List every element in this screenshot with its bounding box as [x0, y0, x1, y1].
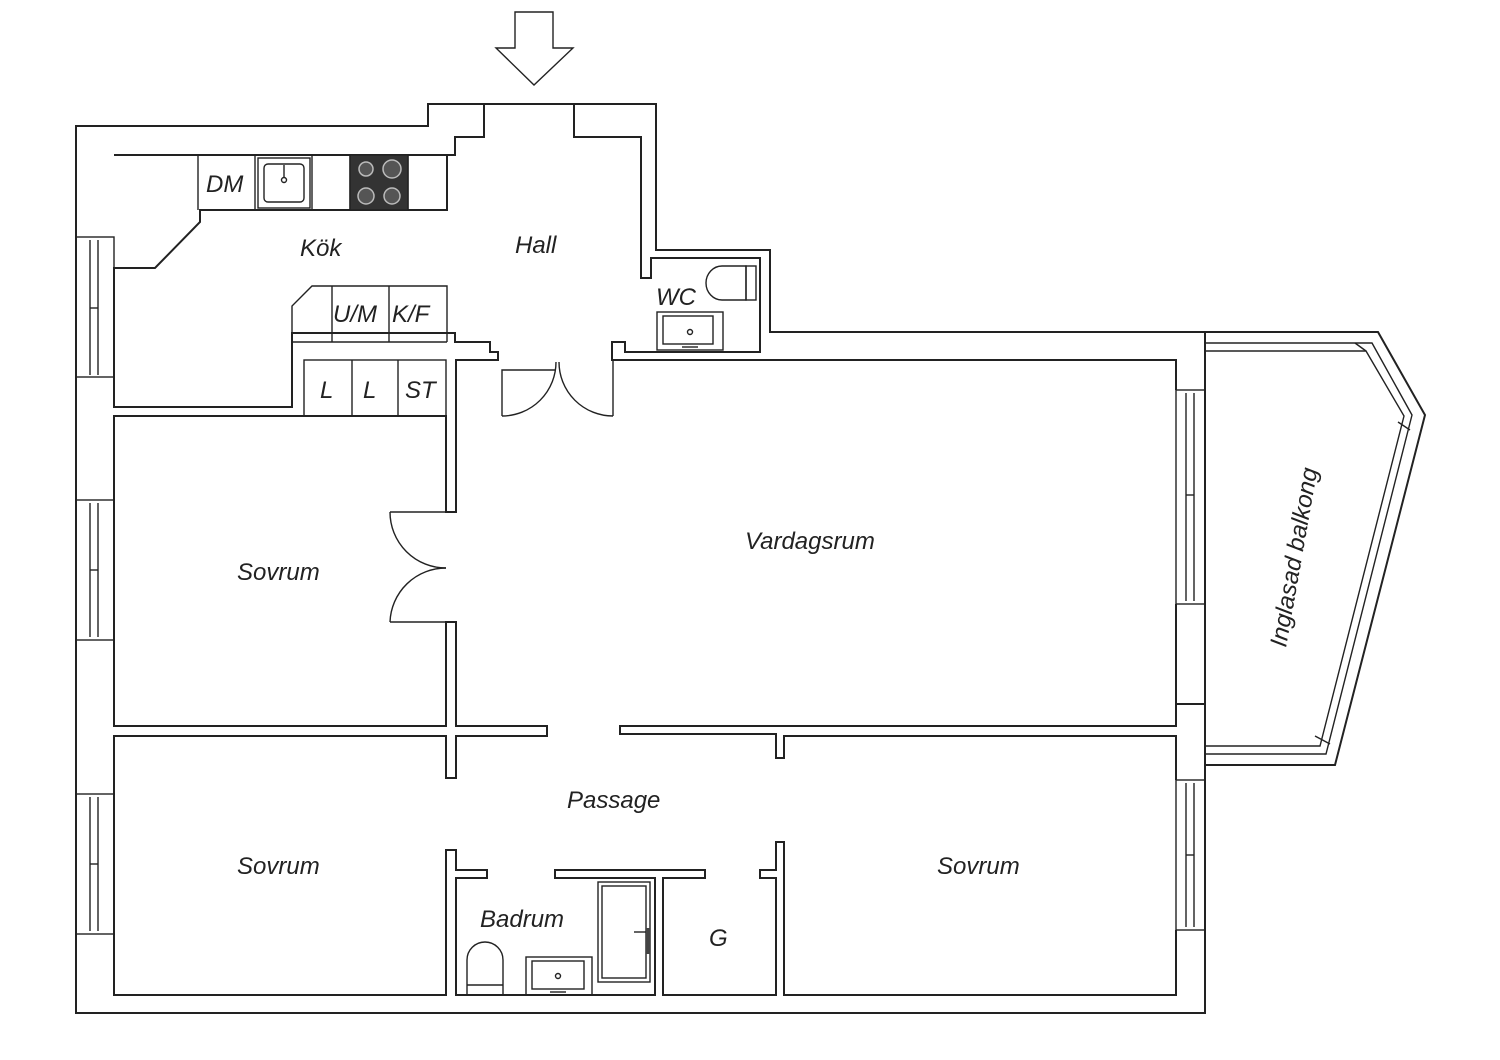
window-left-1: [75, 236, 115, 378]
window-left-3: [75, 793, 115, 935]
window-right-2: [1175, 779, 1206, 931]
toilet-icon: [705, 265, 757, 301]
fixture-label-dishwasher: DM: [206, 171, 243, 198]
bathroom-toilet-icon: [466, 941, 504, 995]
bedroom-door: [389, 511, 447, 623]
room-label-balcony: Inglasad balkong: [1265, 465, 1323, 649]
wc-sink-icon: [656, 311, 724, 351]
entrance-arrow-icon: [494, 11, 575, 86]
room-label-passage: Passage: [567, 787, 660, 814]
kitchen-cabinets: [291, 285, 448, 417]
hall-double-door: [501, 360, 614, 417]
room-label-bathroom: Badrum: [480, 906, 564, 933]
window-left-2: [75, 499, 115, 641]
room-label-bedroom-1: Sovrum: [237, 559, 320, 586]
fixture-label-kf: K/F: [392, 301, 431, 328]
room-label-hall: Hall: [515, 232, 557, 259]
room-label-bedroom-2: Sovrum: [237, 853, 320, 880]
stove-icon: [349, 154, 409, 211]
fixture-label-um: U/M: [333, 301, 377, 328]
shower-icon: [597, 881, 651, 983]
window-right-1: [1175, 389, 1206, 605]
room-label-kitchen: Kök: [300, 235, 343, 262]
fixture-label-closet-1: L: [320, 377, 333, 404]
fixture-label-storage: ST: [405, 377, 438, 404]
room-label-wc: WC: [656, 284, 697, 311]
bathroom-sink-icon: [525, 956, 593, 996]
fixture-label-closet-2: L: [363, 377, 376, 404]
glazed-balcony: [1204, 331, 1427, 766]
room-label-bedroom-3: Sovrum: [937, 853, 1020, 880]
room-label-living-room: Vardagsrum: [745, 528, 875, 555]
room-label-g: G: [709, 925, 728, 952]
outer-walls: [75, 103, 1206, 1014]
sink-icon: [257, 157, 311, 209]
